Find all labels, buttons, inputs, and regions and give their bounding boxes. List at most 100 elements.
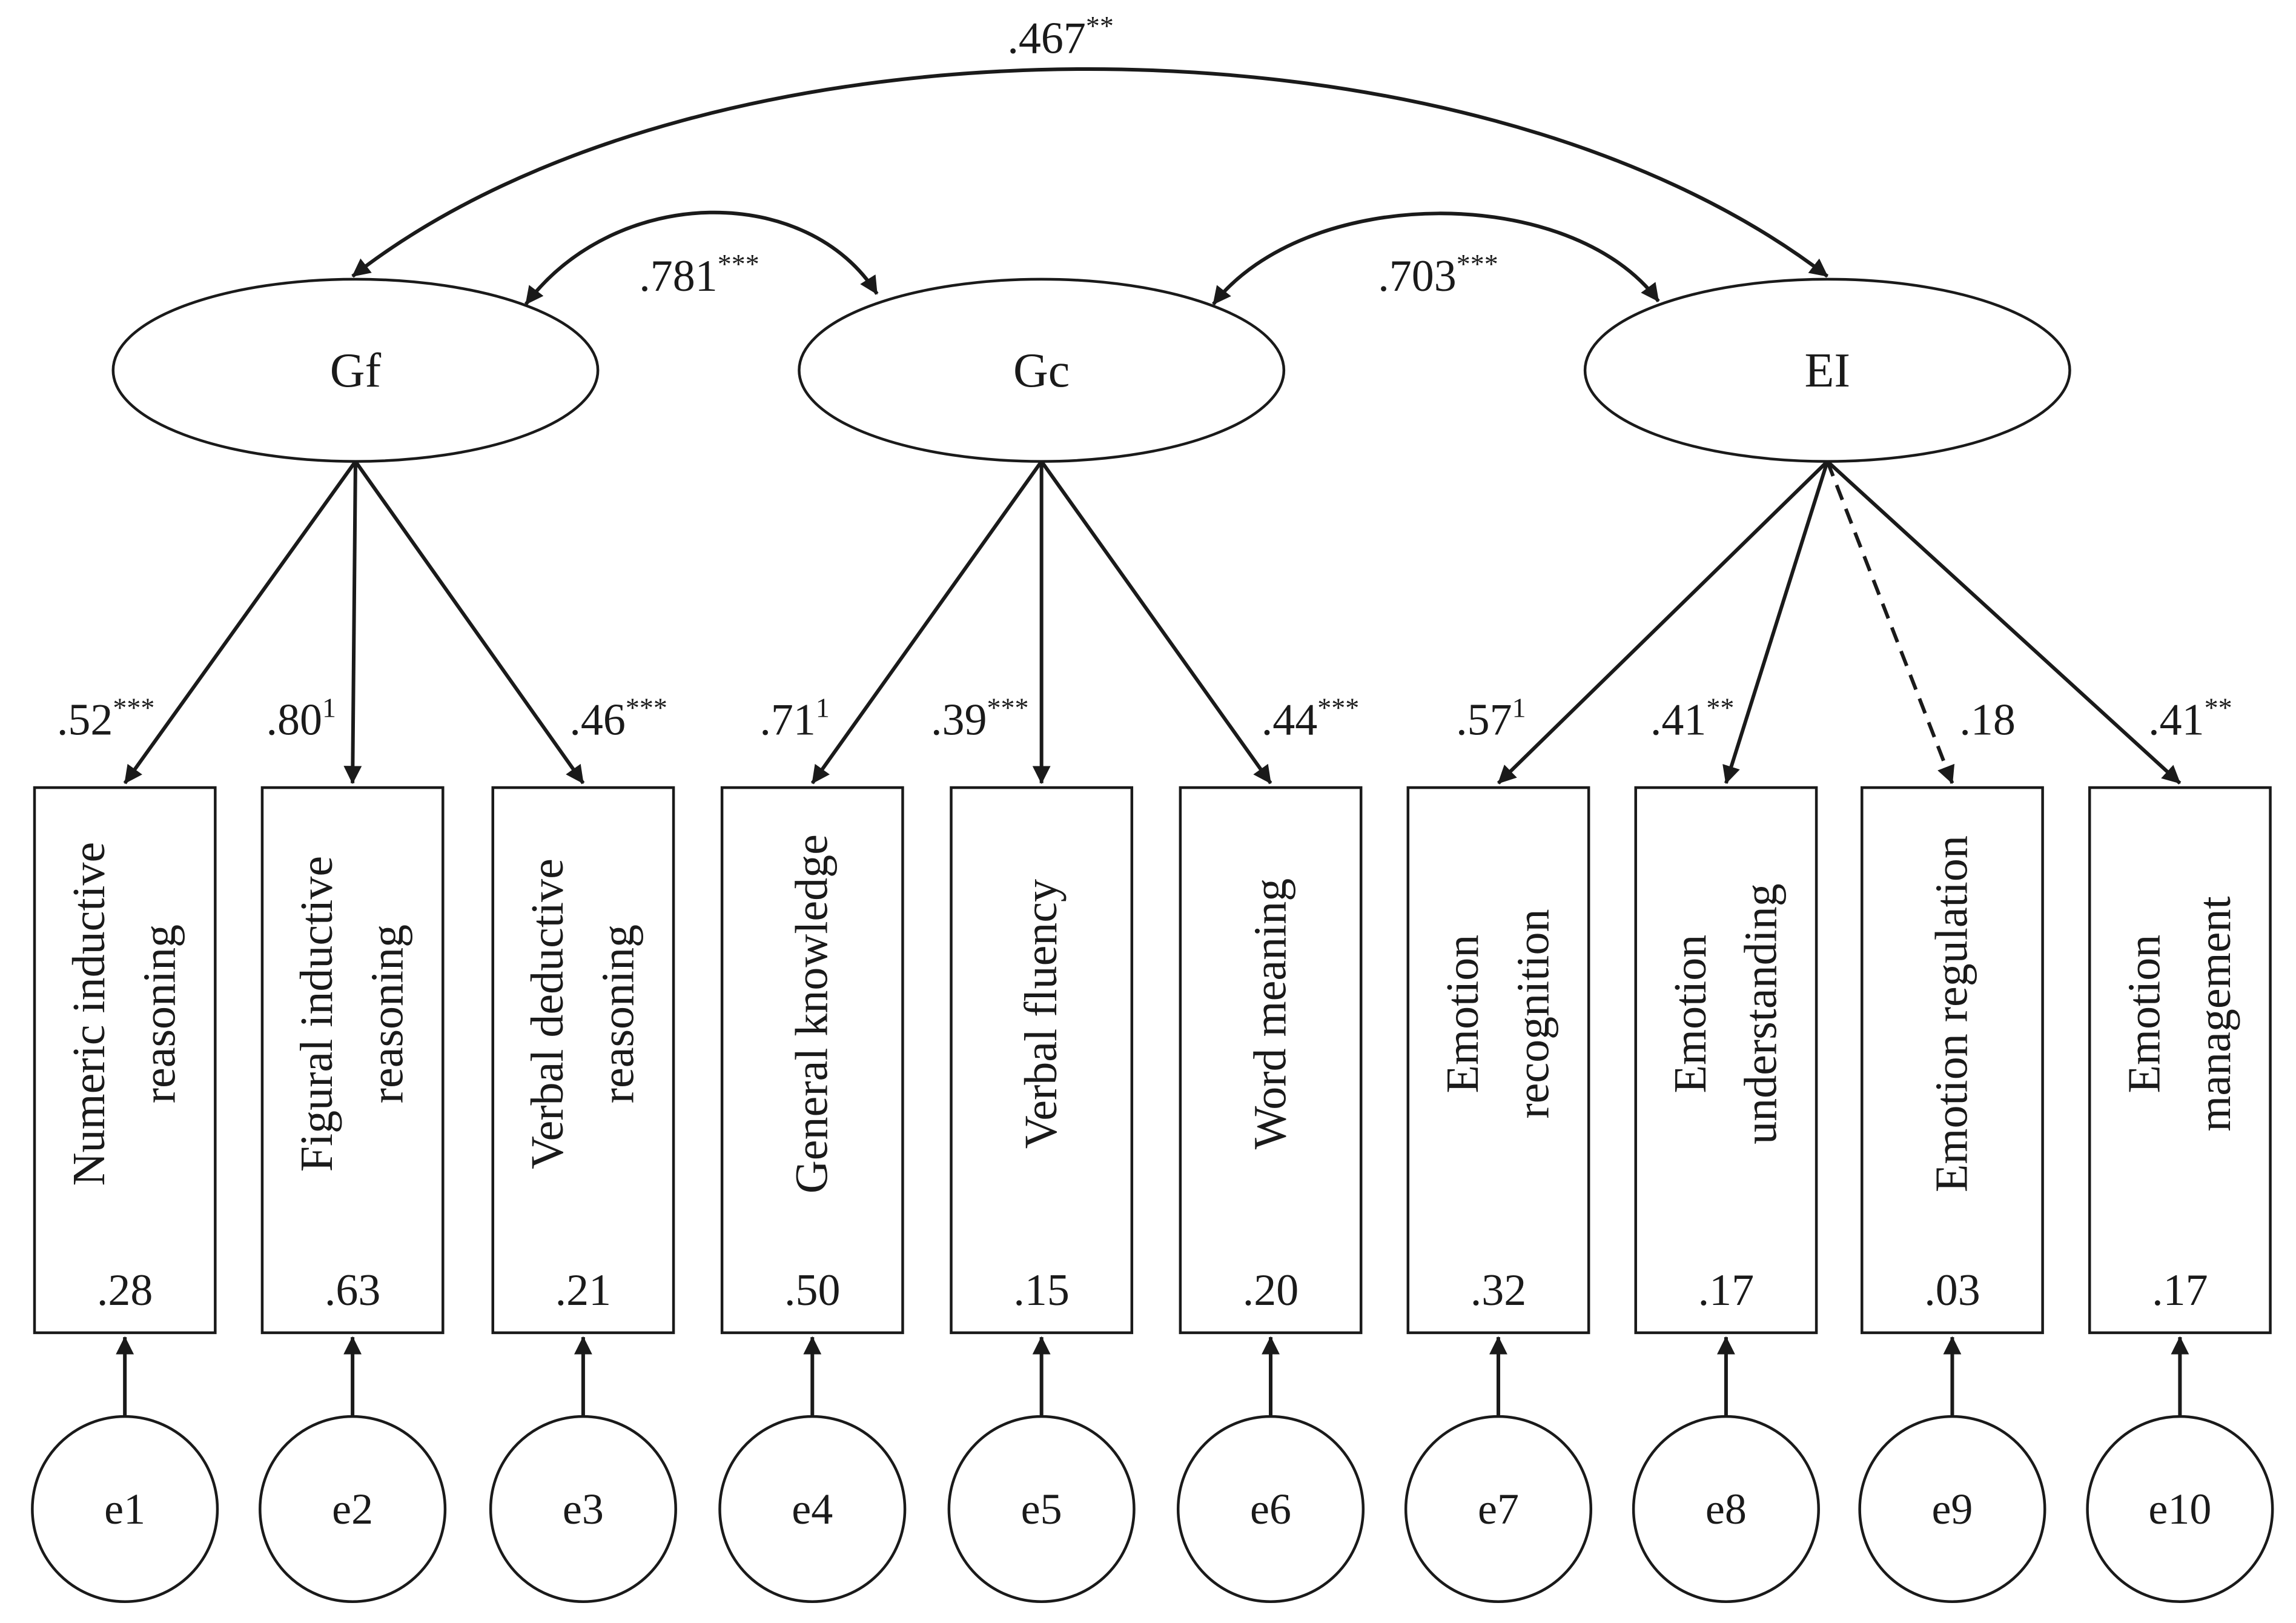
loading-paths: .52***.801.46***.711.39***.44***.571.41*…	[57, 460, 2232, 785]
error-circle	[718, 1415, 907, 1604]
indicator-10: Emotion management .17	[2088, 786, 2272, 1335]
indicator-label: Emotion regulation	[1927, 835, 1977, 1192]
indicator-9: Emotion regulation .03	[1861, 786, 2044, 1335]
error-label: e8	[1705, 1485, 1747, 1533]
error-term-8: e8	[1632, 1336, 1820, 1604]
error-term-4: e4	[718, 1336, 907, 1604]
r-squared-label: .17	[2152, 1266, 2208, 1315]
loading-label-5: .39***	[931, 692, 1029, 745]
loading-arrow-3	[354, 460, 585, 785]
loading-arrow-6	[1040, 460, 1272, 785]
indicator-box	[33, 786, 217, 1335]
correlation-label-gc-ei: .703***	[1378, 248, 1498, 301]
indicator-label: Numeric inductive	[64, 842, 114, 1186]
error-circle	[31, 1415, 219, 1604]
r-squared-label: .21	[555, 1266, 612, 1315]
indicator-label: Emotion	[2119, 935, 2169, 1094]
indicator-5: Verbal fluency.15	[950, 786, 1134, 1335]
indicator-label: reasoning	[592, 924, 643, 1103]
loading-arrow-2	[343, 461, 362, 785]
indicator-label: Figural inductive	[291, 856, 342, 1172]
correlation-arc-gf-ei	[351, 67, 1829, 278]
loading-label-2: .801	[266, 692, 336, 745]
indicator-label: Emotion	[1437, 935, 1488, 1094]
error-label: e9	[1931, 1485, 1973, 1533]
error-label: e6	[1250, 1485, 1291, 1533]
error-terms: e1 e2 e3 e4 e5 e6 e7 e8 e9 e10	[31, 1336, 2274, 1604]
indicator-box	[1634, 786, 1818, 1335]
error-label: e4	[792, 1485, 833, 1533]
latent-label: Gf	[330, 344, 382, 397]
error-term-9: e9	[1858, 1336, 2046, 1604]
error-label: e2	[332, 1485, 373, 1533]
loading-label-4: .711	[759, 692, 830, 745]
latent-ellipse	[798, 277, 1286, 463]
error-term-10: e10	[2086, 1336, 2274, 1604]
correlation-arc-gf-gc	[524, 210, 879, 305]
correlation-arc-gc-ei	[1212, 211, 1660, 305]
error-circle	[259, 1415, 447, 1604]
indicator-label: reasoning	[362, 924, 413, 1103]
indicator-box	[2088, 786, 2272, 1335]
loading-label-7: .571	[1456, 692, 1526, 745]
error-circle	[489, 1415, 677, 1604]
indicator-box	[1406, 786, 1590, 1335]
loading-arrow-4	[810, 460, 1044, 785]
error-term-3: e3	[489, 1336, 677, 1604]
indicator-box	[260, 786, 445, 1335]
indicator-6: Word meaning.20	[1179, 786, 1363, 1335]
r-squared-label: .28	[97, 1266, 153, 1315]
error-label: e7	[1478, 1485, 1519, 1533]
error-term-6: e6	[1176, 1336, 1365, 1604]
error-term-2: e2	[259, 1336, 447, 1604]
indicator-label: reasoning	[134, 924, 185, 1103]
r-squared-label: .17	[1698, 1266, 1755, 1315]
latent-ellipse	[1583, 277, 2071, 463]
loading-arrow-9	[1825, 460, 1955, 785]
error-circle	[947, 1415, 1136, 1604]
loading-label-9: .18	[1959, 695, 2016, 745]
indicator-box	[1861, 786, 2044, 1335]
correlation-arcs: .467** .781*** .703***	[351, 10, 1829, 305]
loading-arrow-8	[1722, 460, 1830, 785]
loading-label-6: .44***	[1262, 692, 1360, 745]
error-label: e10	[2148, 1485, 2211, 1533]
indicator-boxes: Numeric inductive reasoning .28 Figural ind…	[33, 786, 2272, 1335]
error-term-1: e1	[31, 1336, 219, 1604]
loading-arrow-7	[1497, 460, 1829, 785]
error-label: e3	[563, 1485, 604, 1533]
loading-label-10: .41**	[2148, 692, 2232, 745]
latent-gc: Gc	[798, 277, 1286, 463]
indicator-box	[720, 786, 904, 1335]
indicator-label: Verbal deductive	[522, 858, 573, 1169]
error-term-7: e7	[1404, 1336, 1593, 1604]
indicator-label: recognition	[1507, 909, 1558, 1119]
error-circle	[1404, 1415, 1593, 1604]
latent-ei: EI	[1583, 277, 2071, 463]
indicator-box	[1179, 786, 1363, 1335]
error-circle	[1858, 1415, 2046, 1604]
latent-gf: Gf	[111, 277, 600, 463]
error-circle	[1632, 1415, 1820, 1604]
error-term-5: e5	[947, 1336, 1136, 1604]
loading-label-3: .46***	[569, 692, 667, 745]
latent-factors: Gf Gc EI	[111, 277, 2071, 463]
loading-arrow-10	[1826, 460, 2182, 785]
indicator-3: Verbal deductive reasoning .21	[491, 786, 675, 1335]
latent-label: Gc	[1013, 344, 1070, 397]
correlation-label-gf-ei: .467**	[1007, 10, 1114, 63]
correlation-label-gf-gc: .781***	[639, 248, 759, 301]
indicator-label: General knowledge	[787, 834, 838, 1193]
indicator-label: Verbal fluency	[1016, 879, 1067, 1149]
indicator-label: Word meaning	[1245, 878, 1295, 1150]
loading-label-8: .41**	[1650, 692, 1735, 745]
loading-arrow-1	[123, 460, 357, 785]
latent-ellipse	[111, 277, 600, 463]
r-squared-label: .03	[1924, 1266, 1980, 1315]
latent-label: EI	[1805, 344, 1851, 397]
indicator-1: Numeric inductive reasoning .28	[33, 786, 217, 1335]
indicator-label: management	[2189, 896, 2240, 1131]
